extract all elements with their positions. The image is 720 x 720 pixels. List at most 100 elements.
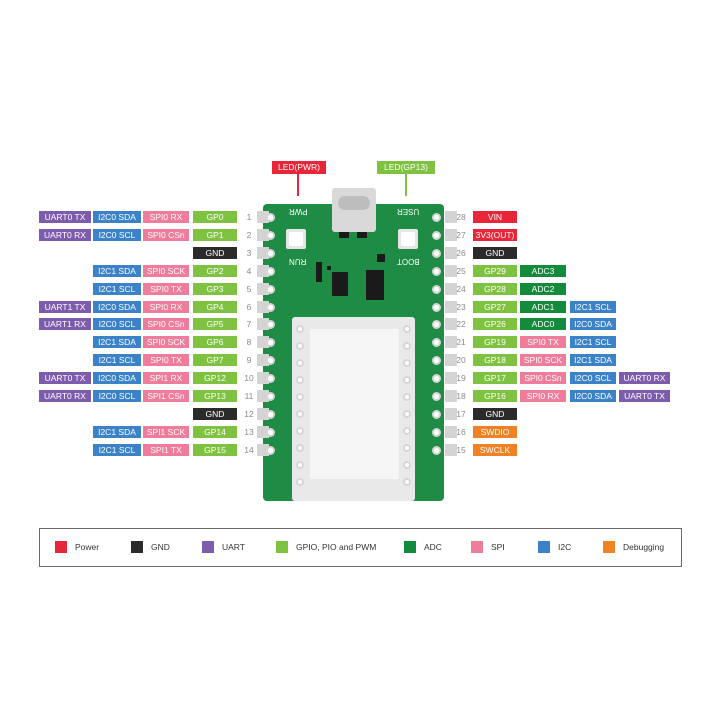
pin-pad-icon [432,338,441,347]
pin-number: 6 [246,302,252,312]
usb-c-connector [332,188,376,232]
pin-label: GP13 [193,390,237,402]
pin-pad-icon [266,303,275,312]
pin-number: 12 [244,409,254,419]
pin-label: SPI0 RX [520,390,566,402]
pin-label: SPI0 CSn [143,318,189,330]
pin-pad-icon [432,410,441,419]
module-pad-icon [403,478,411,486]
pin-label: ADC3 [520,265,566,277]
pin-number: 1 [246,212,252,222]
pin-number: 9 [246,355,252,365]
module-pad-icon [403,359,411,367]
pin-label: GND [473,247,517,259]
led-gp13-callout: LED(GP13) [377,161,435,174]
pin-label: GP7 [193,354,237,366]
pin-connector [445,318,457,330]
pin-number: 23 [456,302,466,312]
legend-label: ADC [424,542,442,552]
pin-label: GND [193,408,237,420]
chip-component [339,232,349,238]
legend-swatch-debug [603,541,615,553]
pin-pad-icon [432,392,441,401]
module-pad-icon [403,376,411,384]
pin-pad-icon [266,320,275,329]
legend-swatch-uart [202,541,214,553]
pin-label: GND [193,247,237,259]
module-pad-icon [403,427,411,435]
module-pad-icon [403,325,411,333]
pin-pad-icon [432,303,441,312]
user-led-icon [401,199,411,204]
legend-label: Debugging [623,542,665,552]
pin-label: GP1 [193,229,237,241]
pin-pad-icon [266,231,275,240]
pin-number: 7 [246,319,252,329]
pin-number: 13 [244,427,254,437]
pin-label: I2C0 SDA [93,301,141,313]
pin-label: GP18 [473,354,517,366]
boot-silkscreen: BOOT [397,257,420,266]
pin-label: ADC1 [520,301,566,313]
pin-number: 8 [246,337,252,347]
pin-number: 20 [456,355,466,365]
legend-label: UART [222,542,245,552]
pin-label: GP17 [473,372,517,384]
pin-connector [445,426,457,438]
pin-number: 5 [246,284,252,294]
pin-label: I2C0 SCL [93,390,141,402]
pin-pad-icon [266,267,275,276]
legend-swatch-spi [471,541,483,553]
pin-connector [445,229,457,241]
pin-pad-icon [432,446,441,455]
boot-button[interactable] [398,229,418,249]
module-pad-icon [296,427,304,435]
module-pad-icon [403,342,411,350]
pin-label: SPI0 CSn [143,229,189,241]
pin-label: SWCLK [473,444,517,456]
pin-pad-icon [266,392,275,401]
pin-label: I2C1 SCL [93,444,141,456]
legend-label: Power [75,542,100,552]
pin-connector [445,283,457,295]
pin-pad-icon [432,356,441,365]
pin-pad-icon [266,446,275,455]
pin-label: SPI0 CSn [520,372,566,384]
pin-label: I2C0 SCL [93,229,141,241]
module-pad-icon [403,461,411,469]
pin-label: GP5 [193,318,237,330]
pin-pad-icon [266,428,275,437]
module-pad-icon [296,444,304,452]
module-pad-icon [296,478,304,486]
module-shield [310,329,399,479]
legend-label: SPI [491,542,505,552]
pin-number: 18 [456,391,466,401]
pin-number: 4 [246,266,252,276]
module-pad-icon [296,410,304,418]
pin-number: 27 [456,230,466,240]
pin-label: I2C0 SDA [570,390,616,402]
run-button[interactable] [286,229,306,249]
pin-number: 16 [456,427,466,437]
pin-number: 24 [456,284,466,294]
pin-label: SPI0 TX [143,283,189,295]
legend-label: GPIO, PIO and PWM [296,542,377,552]
pin-connector [445,444,457,456]
user-silkscreen: USER [397,207,420,216]
module-pad-icon [403,410,411,418]
pin-number: 28 [456,212,466,222]
pin-label: GP28 [473,283,517,295]
pin-number: 25 [456,266,466,276]
pin-label: SPI0 RX [143,301,189,313]
pin-number: 22 [456,319,466,329]
pin-number: 19 [456,373,466,383]
chip-component [332,272,348,296]
pin-label: I2C0 SDA [93,211,141,223]
chip-component [327,266,331,270]
pin-label: SPI1 TX [143,444,189,456]
pin-label: UART0 TX [39,372,91,384]
pin-label: UART1 RX [39,318,91,330]
pin-connector [445,301,457,313]
pin-label: UART0 RX [619,372,670,384]
pin-label: GP2 [193,265,237,277]
